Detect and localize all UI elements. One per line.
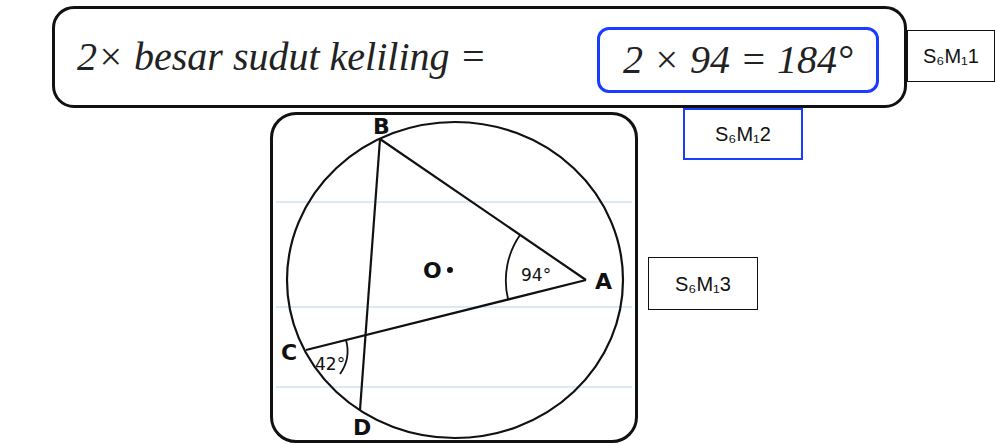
answer-box: 2× besar sudut keliling = 2 × 94 = 184°: [52, 6, 907, 108]
ruled-lines: [276, 202, 632, 387]
figure-label: B: [373, 116, 390, 138]
code-text: S₆M₁2: [715, 124, 771, 144]
highlight-box: 2 × 94 = 184°: [597, 27, 879, 93]
chord-ba: [380, 139, 586, 280]
code-label: S₆M₁3: [648, 257, 758, 310]
circle: [287, 122, 623, 438]
figure-label: 94°: [521, 267, 551, 284]
code-label: S₆M₁1: [907, 30, 995, 82]
figure-label: 42°: [315, 356, 345, 373]
angle-arc-a: [506, 235, 520, 299]
figure-label: D: [353, 417, 371, 439]
handwritten-text: 2 × 94 = 184°: [623, 40, 853, 80]
figure-box: B O A C 94° 42° D: [270, 112, 638, 443]
chord-ca: [306, 280, 586, 350]
code-text: S₆M₁1: [923, 46, 979, 66]
circle-figure: [270, 112, 638, 443]
figure-label: A: [595, 271, 612, 293]
center-dot: [447, 267, 453, 273]
handwritten-text: 2× besar sudut keliling =: [77, 37, 487, 77]
figure-label: O: [423, 260, 442, 282]
chord-bd: [360, 139, 380, 410]
figure-label: C: [281, 342, 297, 364]
code-text: S₆M₁3: [675, 274, 731, 294]
code-label: S₆M₁2: [683, 108, 803, 160]
